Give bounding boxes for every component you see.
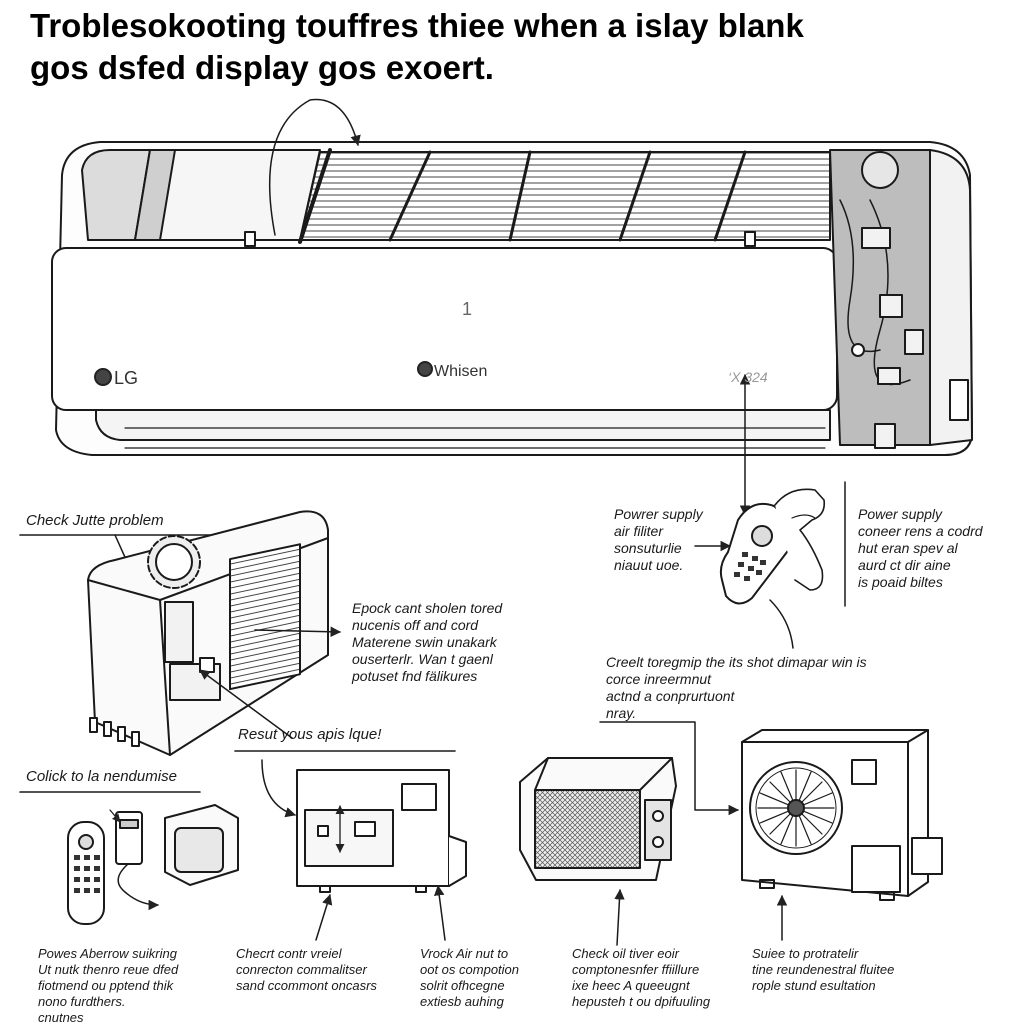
display-code: ‘X 324 xyxy=(728,369,768,385)
check-problem-label: Check Jutte problem xyxy=(26,512,164,529)
tv-icon xyxy=(164,804,239,886)
click-label: Colick to la nendumise xyxy=(26,768,177,785)
page-title: Troblesokooting touffres thiee when a is… xyxy=(30,7,804,44)
outdoor-unit-front-icon xyxy=(296,769,467,893)
creelt-note: Creelt toregmip the its shot dimapar win… xyxy=(606,654,867,721)
model-logo: Whisen xyxy=(434,363,487,380)
caption-consultation: Suiee to protratelir tine reundenestral … xyxy=(752,946,895,993)
outdoor-unit-internals-icon xyxy=(519,757,677,881)
outdoor-unit-icon xyxy=(741,729,943,901)
plug-icon xyxy=(109,809,160,911)
caption-power: Powes Aberrow suikring Ut nutk thenro re… xyxy=(38,946,179,1025)
indoor-cabinet-icon xyxy=(87,510,329,756)
power-supply-left-note: Powrer supply air filiter sonsuturlie ni… xyxy=(614,506,703,573)
indoor-unit xyxy=(51,98,973,456)
brand-logo: LG xyxy=(114,368,138,388)
caption-compressor: Check oil tiver eoir comptonesnfer ffiil… xyxy=(572,946,711,1009)
caption-air: Vrock Air nut to oot os compotion solrit… xyxy=(420,946,520,1009)
result-label: Resut yous apis lque! xyxy=(238,726,382,743)
display-digit: 1 xyxy=(462,299,472,319)
remote-control-icon xyxy=(719,488,826,605)
epock-note: Epock cant sholen tored nucenis off and … xyxy=(352,600,503,684)
power-supply-right-note: Power supply coneer rens a codrd hut era… xyxy=(858,506,983,590)
page-title-line2: gos dsfed display gos exoert. xyxy=(30,49,494,86)
remote-small-icon xyxy=(67,821,105,925)
caption-control: Checrt contr vreiel conrecton commalitse… xyxy=(236,946,377,993)
